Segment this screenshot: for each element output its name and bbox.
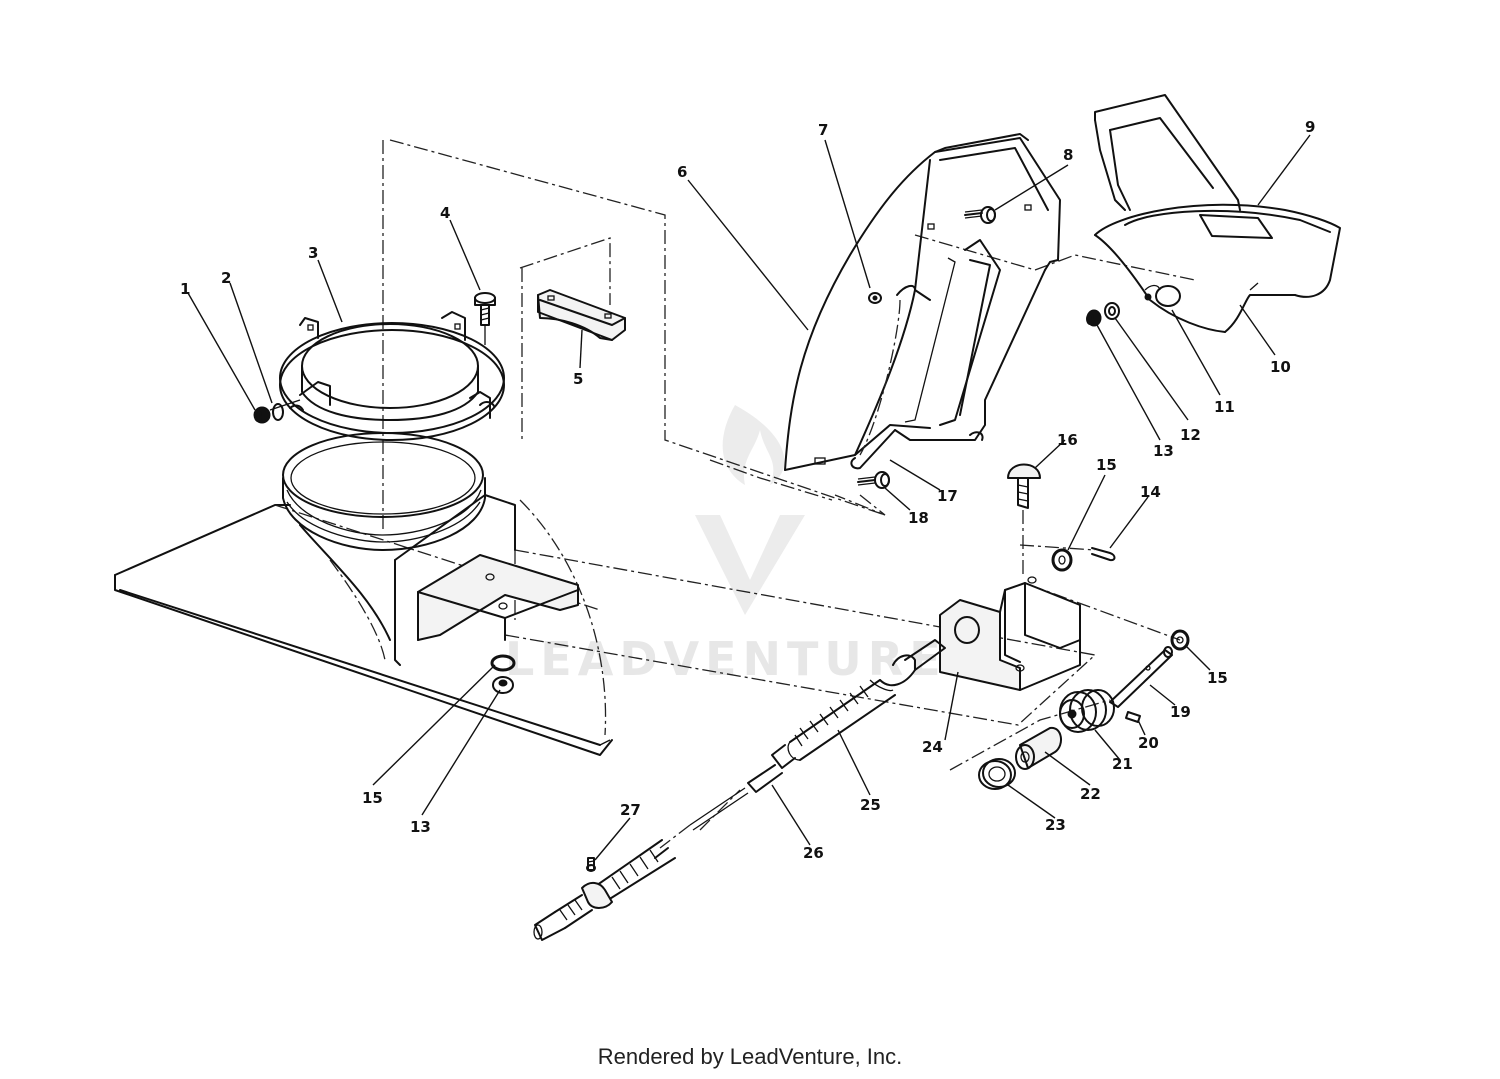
roll-pin-part-20 (1125, 711, 1141, 723)
callout-12: 12 (1180, 426, 1201, 444)
chute-rotation-ring (279, 311, 505, 441)
housing-bracket (417, 554, 579, 641)
housing-base (114, 494, 613, 756)
alignment-lines (382, 139, 1196, 831)
bushing-part-22 (1015, 726, 1062, 770)
callout-19: 19 (1170, 703, 1191, 721)
callout-9: 9 (1305, 118, 1315, 136)
callout-26: 26 (803, 844, 824, 862)
callout-21: 21 (1112, 755, 1133, 773)
callout-5: 5 (573, 370, 583, 388)
washer-part-15-right (1170, 629, 1190, 651)
callout-14: 14 (1140, 483, 1161, 501)
crank-end (533, 839, 676, 941)
clamp-block-part-5 (537, 289, 626, 341)
callout-4: 4 (440, 204, 450, 222)
bolt-part-8 (964, 206, 996, 224)
callout-leaders (187, 134, 1311, 861)
callout-3: 3 (308, 244, 318, 262)
callout-11: 11 (1214, 398, 1235, 416)
bracket-part-24 (939, 576, 1081, 691)
bolt-part-18 (857, 471, 890, 489)
callout-22: 22 (1080, 785, 1101, 803)
cotter-pin-part-14 (1091, 547, 1116, 562)
worm-gear-part-21 (1059, 689, 1115, 733)
cable-part-26 (659, 787, 749, 849)
pin-part-19 (1109, 646, 1173, 708)
callout-13-upper: 13 (1153, 442, 1174, 460)
watermark-text: LEADVENTURE (505, 632, 947, 686)
leadventure-watermark: LEADVENTURE (505, 405, 947, 686)
nut-part-13-lower (492, 676, 514, 694)
callout-16: 16 (1057, 431, 1078, 449)
callout-15-right: 15 (1207, 669, 1228, 687)
chute-base-ring (282, 432, 486, 551)
bolt-part-4 (474, 292, 496, 345)
callout-15-upper: 15 (1096, 456, 1117, 474)
nut-part-7 (868, 292, 882, 304)
callout-numbers: 1 2 3 4 5 6 7 8 9 10 11 12 13 13 14 15 1… (180, 118, 1315, 862)
nut-part-23 (978, 758, 1016, 790)
callout-20: 20 (1138, 734, 1159, 752)
callout-15-lower: 15 (362, 789, 383, 807)
nut-part-13-upper (1086, 309, 1102, 327)
nut-and-washer-left (253, 399, 301, 424)
cable-housing-part-25 (747, 639, 946, 793)
carriage-bolt-part-16 (1007, 463, 1041, 575)
lower-chute-part-6 (784, 133, 1061, 471)
washer-part-15-lower (490, 654, 516, 672)
washer-part-15-upper (1051, 548, 1073, 572)
callout-6: 6 (677, 163, 687, 181)
callout-24: 24 (922, 738, 943, 756)
upper-deflector-part-10 (1094, 94, 1341, 333)
callout-7: 7 (818, 121, 828, 139)
callout-27: 27 (620, 801, 641, 819)
callout-8: 8 (1063, 146, 1073, 164)
callout-2: 2 (221, 269, 231, 287)
callout-17: 17 (937, 487, 958, 505)
washer-part-12 (1104, 302, 1120, 320)
callout-25: 25 (860, 796, 881, 814)
callout-23: 23 (1045, 816, 1066, 834)
callout-13-lower: 13 (410, 818, 431, 836)
callout-18: 18 (908, 509, 929, 527)
credit-footer: Rendered by LeadVenture, Inc. (597, 1044, 903, 1069)
callout-10: 10 (1270, 358, 1291, 376)
callout-1: 1 (180, 280, 190, 298)
